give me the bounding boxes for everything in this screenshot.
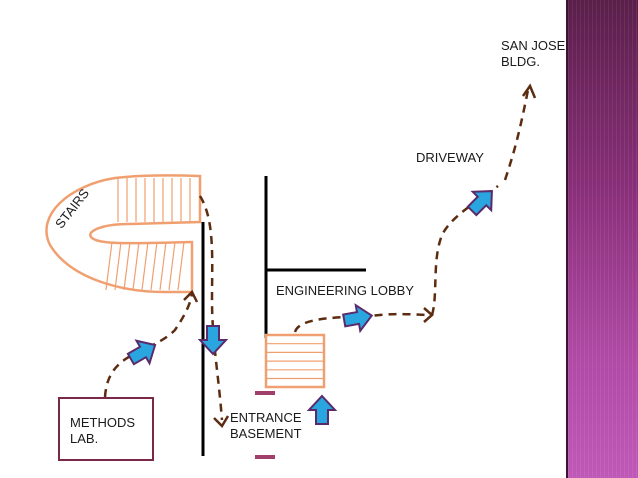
blue-arrow-icon [466,190,493,217]
label-san-jose-bldg: SAN JOSE BLDG. [501,38,566,69]
label-entrance-basement: ENTRANCE BASEMENT [230,410,302,441]
blue-arrow-icon [342,303,374,334]
stairs-icon [45,174,202,294]
sidebar-edge [566,0,568,478]
label-driveway: DRIVEWAY [416,150,484,165]
blue-arrow-icon [306,394,338,425]
decorative-sidebar [568,0,638,478]
route-arrowheads [183,83,537,429]
blue-arrow-icon [197,325,229,356]
label-methods-lab: METHODS LAB. [70,415,135,446]
methods-lab-box: METHODS LAB. [58,397,154,461]
elevator-box [264,333,326,389]
label-engineering-lobby: ENGINEERING LOBBY [276,283,414,298]
blue-arrow-icon [126,339,157,366]
